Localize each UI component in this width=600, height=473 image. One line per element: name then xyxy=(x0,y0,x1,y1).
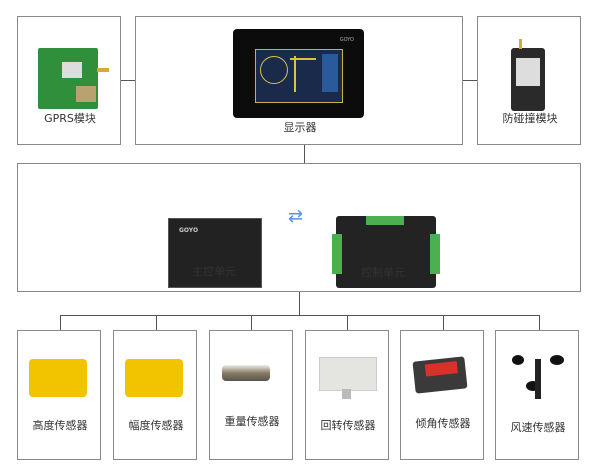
display-screen-image: GOYO xyxy=(233,29,364,118)
sensor-bus xyxy=(60,315,540,316)
connector xyxy=(443,315,444,330)
sensor-label: 回转传感器 xyxy=(320,419,376,432)
connector xyxy=(251,315,252,330)
connector xyxy=(304,145,305,163)
tilt-sensor-image xyxy=(412,356,468,394)
display-box: GOYO 显示器 xyxy=(135,16,463,145)
slewing-sensor-shaft xyxy=(342,389,351,399)
display-brand: GOYO xyxy=(339,37,354,43)
main-control-unit-image: GOYO xyxy=(168,218,262,288)
connector xyxy=(539,315,540,330)
wind-speed-sensor-box: 风速传感器 xyxy=(495,330,579,460)
display-label: 显示器 xyxy=(283,121,317,134)
connector xyxy=(60,315,61,330)
connector xyxy=(347,315,348,330)
connector xyxy=(156,315,157,330)
gprs-board-image xyxy=(38,48,109,109)
sensor-label: 倾角传感器 xyxy=(415,417,471,430)
sensor-label: 重量传感器 xyxy=(224,415,280,428)
height-sensor-box: 高度传感器 xyxy=(17,330,101,460)
anti-collision-board-image xyxy=(511,39,545,111)
weight-sensor-box: 重量传感器 xyxy=(209,330,293,460)
control-unit-box: GOYO 主控单元 ⇄ 控制单元 xyxy=(17,163,581,292)
anti-collision-label: 防碰撞模块 xyxy=(502,112,558,125)
anti-collision-module-box: 防碰撞模块 xyxy=(477,16,581,145)
main-control-brand: GOYO xyxy=(179,227,199,234)
height-sensor-image xyxy=(29,359,87,397)
gprs-label: GPRS模块 xyxy=(44,112,96,125)
connector xyxy=(463,80,477,81)
sensor-label: 幅度传感器 xyxy=(128,419,184,432)
sensor-label: 高度传感器 xyxy=(32,419,88,432)
anemometer-image xyxy=(512,351,564,401)
main-control-unit-label: 主控单元 xyxy=(192,265,236,278)
slewing-sensor-box: 回转传感器 xyxy=(305,330,389,460)
sensor-label: 风速传感器 xyxy=(510,421,566,434)
slewing-sensor-image xyxy=(319,357,377,391)
control-unit-image xyxy=(332,216,440,288)
connector xyxy=(121,80,135,81)
gprs-module-box: GPRS模块 xyxy=(17,16,121,145)
amplitude-sensor-box: 幅度传感器 xyxy=(113,330,197,460)
amplitude-sensor-image xyxy=(125,359,183,397)
connector xyxy=(299,292,300,315)
bidirectional-arrows-icon: ⇄ xyxy=(288,206,304,227)
control-unit-label: 控制单元 xyxy=(361,266,405,279)
weight-sensor-image xyxy=(222,365,270,381)
tilt-sensor-box: 倾角传感器 xyxy=(400,330,484,460)
